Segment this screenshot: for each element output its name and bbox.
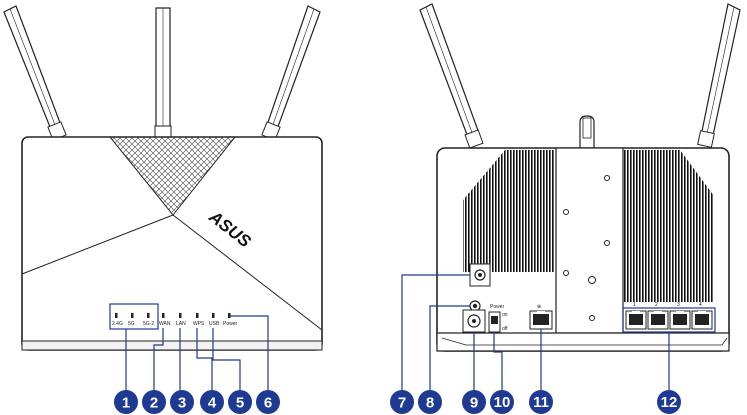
led-2g [115, 313, 118, 318]
led-label-lan: LAN [176, 321, 186, 327]
front-antenna-center [154, 7, 172, 139]
led-lan [179, 313, 182, 318]
lan-port-2[interactable] [647, 310, 669, 330]
front-antenna-left [3, 5, 67, 141]
callout-1: 1 [114, 390, 138, 414]
svg-text:8: 8 [426, 395, 434, 412]
wan-icon: ⊕ [537, 304, 541, 310]
svg-text:11: 11 [533, 394, 549, 411]
callout-12: 12 [657, 390, 681, 414]
switch-on-label: on [502, 312, 508, 318]
svg-text:4: 4 [208, 395, 217, 412]
led-label-wps: WPS [193, 321, 205, 327]
front-antenna-right [261, 5, 321, 141]
lan-port-1[interactable] [625, 310, 647, 330]
svg-text:12: 12 [661, 394, 678, 411]
rear-view: Power on off ⊕ 1 2 3 4 [401, 3, 741, 396]
callout-9: 9 [462, 390, 486, 414]
svg-text:10: 10 [494, 394, 511, 411]
callout-10: 10 [490, 390, 514, 414]
callout-11: 11 [529, 390, 553, 414]
rear-antenna-center [579, 115, 595, 150]
callout-7: 7 [390, 390, 414, 414]
svg-text:1: 1 [122, 395, 130, 412]
led-label-5g-2: 5G-2 [143, 321, 154, 327]
lan-port-number-2: 2 [655, 302, 658, 308]
svg-text:9: 9 [470, 395, 478, 412]
svg-text:2: 2 [150, 395, 158, 412]
callout-4: 4 [200, 390, 224, 414]
rear-leader-lines [401, 274, 670, 396]
callout-3: 3 [170, 390, 194, 414]
rear-vent-right [622, 150, 714, 302]
led-label-wan: WAN [159, 321, 171, 327]
lan-port-number-1: 1 [633, 302, 636, 308]
rear-center-panel [555, 147, 624, 334]
callouts: 1 2 3 4 5 6 7 8 9 10 11 12 [114, 390, 681, 414]
led-label-5g: 5G [128, 321, 135, 327]
lan-port-4[interactable] [691, 310, 713, 330]
callout-5: 5 [228, 390, 252, 414]
led-wps [196, 313, 199, 318]
led-wan [162, 313, 165, 318]
lan-port-number-3: 3 [677, 302, 680, 308]
callout-6: 6 [256, 390, 280, 414]
svg-text:3: 3 [178, 395, 186, 412]
reset-button[interactable] [469, 263, 491, 287]
lan-port-number-4: 4 [699, 302, 702, 308]
svg-text:5: 5 [236, 395, 244, 412]
lan-port-3[interactable] [669, 310, 691, 330]
svg-text:7: 7 [398, 395, 406, 412]
rear-antenna-right [697, 3, 741, 148]
front-view: ASUS 2.4G 5G 5G-2 WAN LAN WPS USB Power [3, 5, 323, 396]
led-usb [212, 313, 215, 318]
callout-2: 2 [142, 390, 166, 414]
led-label-power: Power [223, 321, 238, 327]
rear-antenna-left [419, 3, 484, 149]
svg-text:6: 6 [264, 395, 272, 412]
led-label-2g: 2.4G [112, 321, 123, 327]
led-5g [131, 313, 134, 318]
led-5g-2 [147, 313, 150, 318]
callout-8: 8 [418, 390, 442, 414]
led-label-usb: USB [209, 321, 220, 327]
lan-ports: 1 2 3 4 [622, 302, 716, 333]
power-label: Power [490, 304, 505, 310]
power-dc-in-port[interactable] [462, 309, 486, 333]
front-mesh-triangle [108, 136, 237, 216]
switch-off-label: off [502, 326, 508, 332]
front-leader-lines [125, 315, 269, 396]
